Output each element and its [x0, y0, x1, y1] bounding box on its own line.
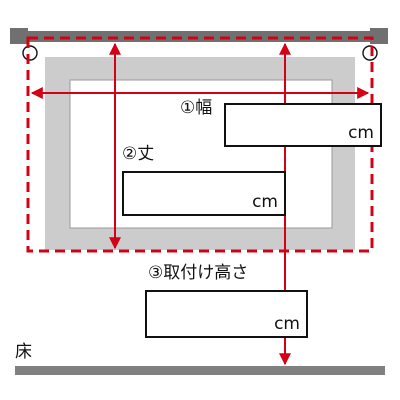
curtain-rail: [10, 31, 388, 42]
height-label: ②丈: [122, 144, 155, 164]
rail-end-left: [10, 28, 28, 44]
width-unit: cm: [348, 123, 374, 143]
mount-height-unit: cm: [274, 314, 300, 334]
floor-line: [15, 366, 385, 375]
rail-end-right: [370, 28, 388, 44]
height-unit: cm: [252, 192, 278, 212]
width-input-box[interactable]: cm: [224, 103, 382, 147]
height-input-box[interactable]: cm: [122, 171, 286, 216]
width-label: ①幅: [180, 98, 213, 118]
mount-height-label: ③取付け高さ: [148, 263, 249, 283]
mount-height-input-box[interactable]: cm: [145, 290, 308, 338]
floor-label: 床: [15, 342, 32, 362]
runner-right-icon: [362, 45, 378, 61]
runner-left-icon: [22, 45, 38, 61]
